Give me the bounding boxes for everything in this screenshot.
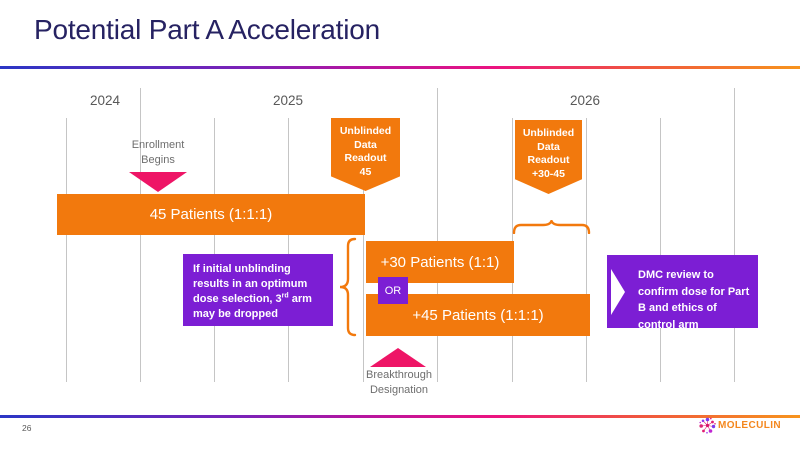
- brand-name: MOLECULIN: [718, 420, 782, 431]
- or-label: OR: [384, 284, 402, 297]
- breakthrough-arrow-icon: [370, 348, 426, 367]
- chevron-right-icon: [611, 269, 625, 315]
- bar-45-patients: 45 Patients (1:1:1): [57, 194, 365, 235]
- dose-note-text: If initial unblinding results in an opti…: [193, 263, 308, 305]
- gridline: [586, 118, 587, 382]
- callout-unblinded-readout-30-45: Unblinded Data Readout +30-45: [515, 120, 582, 194]
- dmc-note-text: DMC review to confirm dose for Part B an…: [638, 269, 750, 331]
- molecule-icon: [699, 417, 716, 434]
- bar-plus-30-patients-label: +30 Patients (1:1): [380, 253, 500, 271]
- top-gradient-rule: [0, 66, 800, 69]
- gridline: [214, 118, 215, 382]
- overbrace-icon: [512, 220, 591, 234]
- gridline-year-start: [734, 88, 735, 382]
- curly-brace-icon: [339, 237, 357, 337]
- bottom-gradient-rule: [0, 415, 800, 418]
- gridline: [66, 118, 67, 382]
- bar-plus-45-patients-label: +45 Patients (1:1:1): [412, 306, 544, 324]
- gridline: [288, 118, 289, 382]
- gridline-year-start: [437, 88, 438, 382]
- bar-plus-45-patients: +45 Patients (1:1:1): [366, 294, 590, 336]
- callout-unblinded-readout-45: Unblinded Data Readout 45: [331, 118, 400, 191]
- gridline: [363, 118, 364, 382]
- dose-note-superscript: rd: [281, 292, 289, 300]
- gridline: [660, 118, 661, 382]
- or-connector: OR: [378, 277, 408, 304]
- gridline-year-start: [140, 88, 141, 382]
- enrollment-begins-label: Enrollment Begins: [131, 139, 185, 167]
- year-label-2025: 2025: [272, 93, 304, 108]
- year-label-2024: 2024: [89, 93, 121, 108]
- enrollment-begins-arrow-icon: [129, 172, 187, 192]
- bar-plus-30-patients: +30 Patients (1:1): [366, 241, 514, 283]
- dose-selection-note: If initial unblinding results in an opti…: [183, 254, 333, 326]
- page-title: Potential Part A Acceleration: [34, 14, 380, 45]
- page-number: 26: [22, 423, 32, 433]
- year-label-2026: 2026: [569, 93, 601, 108]
- dmc-review-note: DMC review to confirm dose for Part B an…: [607, 255, 758, 331]
- bar-45-patients-label: 45 Patients (1:1:1): [149, 206, 273, 223]
- dose-note-text-tail: arm may be dropped: [193, 292, 312, 320]
- moleculin-logo: MOLECULIN: [698, 416, 781, 435]
- breakthrough-designation-label: Breakthrough Designation: [365, 369, 433, 397]
